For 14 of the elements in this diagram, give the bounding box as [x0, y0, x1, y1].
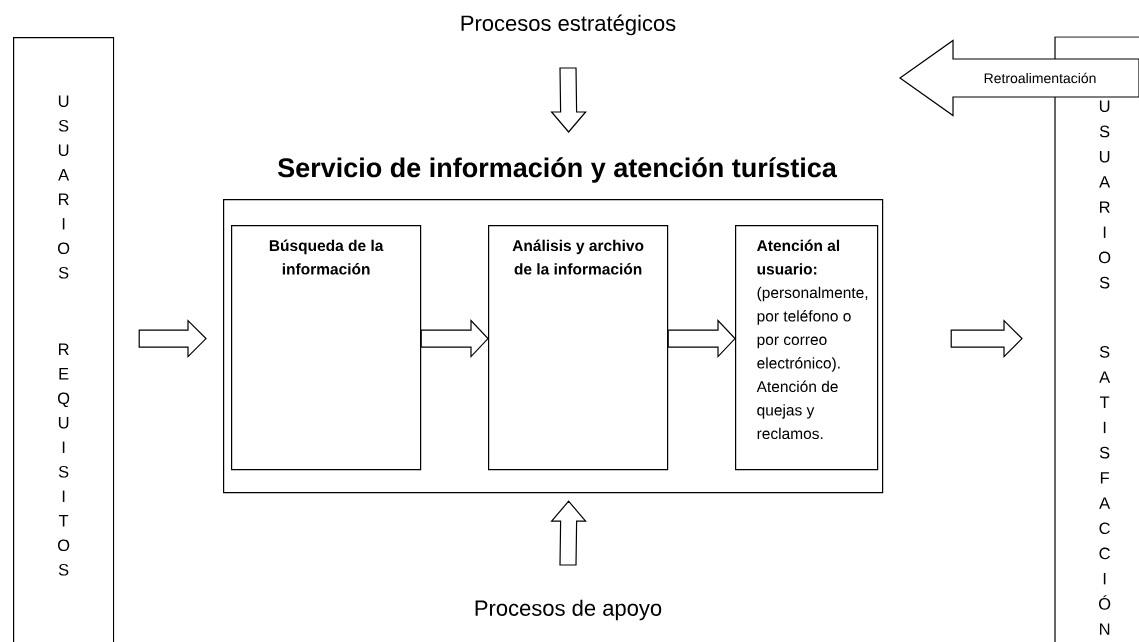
- block-arrow: [950, 319, 1023, 359]
- block-arrow: [667, 319, 736, 359]
- block-arrow: [420, 319, 489, 359]
- block-arrow: [550, 67, 587, 133]
- heading: Servicio de información y atención turística: [277, 157, 837, 183]
- process-label: Procesos estratégicos: [461, 14, 676, 36]
- side-band: USUARIOS REQUISITOS: [13, 37, 115, 642]
- process-box: Búsqueda de la información: [231, 225, 422, 471]
- process-box: Análisis y archivo de la información: [488, 225, 669, 471]
- block-arrow: [138, 319, 207, 359]
- block-arrow: [550, 500, 587, 566]
- process-box: Atención al usuario: (personalmente, por teléfono o por correo electrónico). Atención de quejas y reclamos.: [735, 225, 879, 471]
- process-label: Procesos de apoyo: [475, 599, 662, 621]
- block-arrow: [898, 39, 1139, 117]
